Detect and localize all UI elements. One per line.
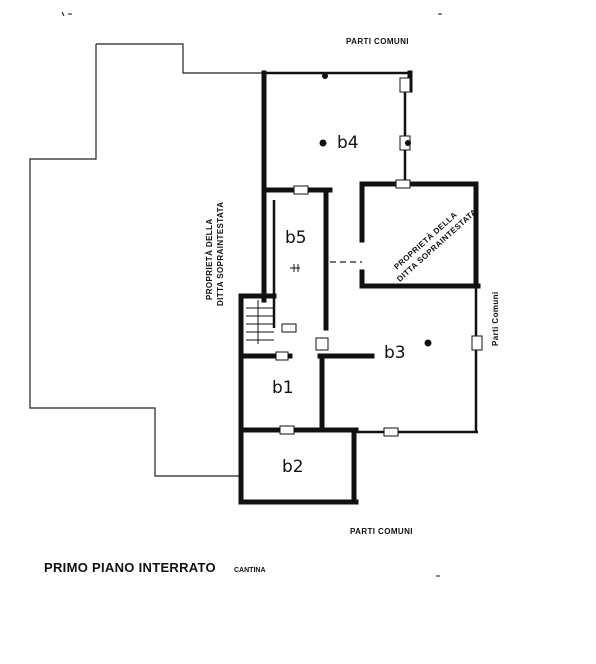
room-label-b3: b3 (384, 343, 406, 363)
exterior-walls (238, 70, 481, 505)
window-mark (290, 264, 300, 272)
svg-text:PROPRIETÀ DELLA: PROPRIETÀ DELLA (205, 218, 214, 300)
label-top-common-areas: PARTI COMUNI (346, 37, 409, 46)
room-label-b2: b2 (282, 457, 304, 477)
label-center-property: PROPRIETÀ DELLA DITTA SOPRAINTESTATA (392, 207, 479, 284)
label-right-common-areas: Parti Comuni (491, 291, 500, 346)
room-label-b1: b1 (272, 378, 294, 398)
neighbour-property-outline (29, 43, 262, 477)
svg-text:PROPRIETÀ DELLA: PROPRIETÀ DELLA (392, 210, 459, 271)
staircase (246, 300, 274, 344)
room-label-b4: b4 (337, 133, 359, 153)
plan-title: PRIMO PIANO INTERRATO (44, 560, 216, 575)
label-left-property: PROPRIETÀ DELLA DITTA SOPRAINTESTATA (205, 202, 225, 306)
svg-text:DITTA SOPRAINTESTATA: DITTA SOPRAINTESTATA (395, 207, 479, 284)
windows (275, 77, 483, 437)
plan-subtitle: CANTINA (234, 567, 266, 574)
top-left-mark (61, 11, 72, 17)
label-bottom-common-areas: PARTI COMUNI (350, 527, 413, 536)
room-label-b5: b5 (285, 228, 307, 248)
svg-text:DITTA SOPRAINTESTATA: DITTA SOPRAINTESTATA (216, 202, 225, 306)
column-dots (319, 73, 432, 347)
